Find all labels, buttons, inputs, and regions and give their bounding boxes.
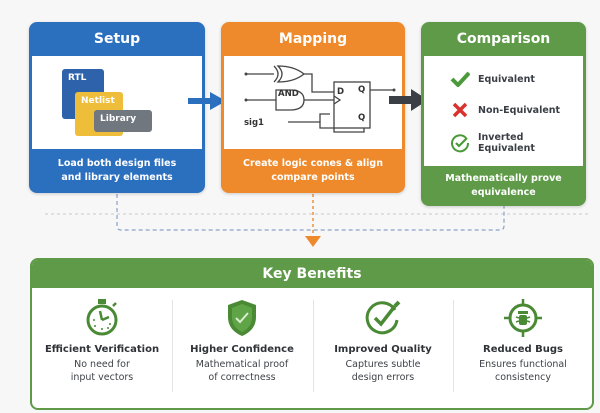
bug-target-icon: [504, 299, 542, 337]
benefit-description: Ensures functional consistency: [453, 358, 592, 384]
netlist-label: Netlist: [81, 96, 115, 106]
setup-title: Setup: [93, 31, 141, 47]
key-benefits-panel: Key Benefits Efficient Verification No n…: [30, 258, 594, 410]
benefit-title: Improved Quality: [334, 344, 432, 355]
library-label: Library: [100, 114, 137, 124]
library-file: Library: [94, 110, 152, 132]
benefit-desc-line2: consistency: [494, 372, 552, 383]
setup-description: Load both design files and library eleme…: [29, 149, 205, 193]
comparison-card: Comparison Equivalent Non-Equivalent Inv…: [421, 22, 586, 206]
comparison-desc-line2: equivalence: [471, 187, 536, 198]
down-arrow-icon: [305, 236, 321, 247]
result-equivalent: Equivalent: [450, 70, 535, 88]
benefit-desc-line1: Mathematical proof: [195, 359, 289, 370]
benefit-title: Higher Confidence: [190, 344, 294, 355]
mapping-description: Create logic cones & align compare point…: [221, 149, 405, 193]
qbar-pin-label: Q: [358, 113, 365, 123]
benefit-higher-confidence: Higher Confidence Mathematical proof of c…: [172, 296, 312, 384]
comparison-description: Mathematically prove equivalence: [421, 166, 586, 206]
setup-card: Setup RTL Netlist Library Load both desi…: [29, 22, 205, 193]
benefit-reduced-bugs: Reduced Bugs Ensures functional consisten…: [453, 296, 592, 384]
x-icon: [450, 101, 470, 119]
signal-label: sig1: [244, 118, 264, 128]
mapping-desc-line2: compare points: [271, 172, 355, 183]
shield-check-icon: [228, 300, 256, 336]
check-pen-icon: [365, 300, 401, 335]
result-non-equivalent: Non-Equivalent: [450, 101, 560, 119]
benefit-desc-line1: Ensures functional: [479, 359, 567, 370]
check-icon: [450, 70, 470, 88]
benefit-desc-line2: of correctness: [208, 372, 276, 383]
benefit-divider: [453, 300, 454, 392]
setup-desc-line2: and library elements: [61, 172, 173, 183]
setup-body: RTL Netlist Library: [32, 56, 202, 149]
benefit-improved-quality: Improved Quality Captures subtle design e…: [313, 296, 453, 384]
result-label: Non-Equivalent: [478, 104, 561, 116]
benefit-description: Captures subtle design errors: [313, 358, 453, 384]
comparison-body: Equivalent Non-Equivalent Inverted Equiv…: [424, 56, 583, 166]
benefit-divider: [172, 300, 173, 392]
logic-circuit-diagram: AND sig1 D Q Q: [244, 65, 396, 133]
d-pin-label: D: [337, 87, 344, 97]
rtl-label: RTL: [68, 73, 87, 83]
gate-label: AND: [278, 89, 299, 99]
benefits-title: Key Benefits: [32, 260, 592, 288]
mapping-body: AND sig1 D Q Q: [224, 56, 402, 149]
result-inverted-equivalent: Inverted Equivalent: [450, 132, 583, 154]
flip-flop: [333, 81, 371, 129]
benefit-efficient-verification: Efficient Verification No need for input …: [32, 296, 172, 384]
circle-check-icon: [450, 134, 470, 153]
result-label: Equivalent: [478, 73, 535, 85]
comparison-desc-line1: Mathematically prove: [445, 173, 562, 184]
benefit-title: Efficient Verification: [44, 344, 160, 355]
benefit-description: No need for input vectors: [32, 358, 172, 384]
and-gate: [275, 89, 305, 111]
merge-dashed-line: [116, 194, 505, 231]
benefit-desc-line1: No need for: [74, 359, 130, 370]
q-pin-label: Q: [358, 85, 365, 95]
setup-desc-line1: Load both design files: [57, 158, 177, 169]
benefit-desc-line2: design errors: [351, 372, 415, 383]
stopwatch-icon: [86, 299, 118, 336]
xor-gate: [276, 65, 306, 83]
right-arrow-icon: [188, 92, 226, 110]
comparison-title: Comparison: [456, 31, 551, 47]
benefit-desc-line2: input vectors: [70, 372, 134, 383]
mapping-card: Mapping AND: [221, 22, 405, 193]
benefit-title: Reduced Bugs: [483, 344, 563, 355]
right-arrow-icon: [389, 89, 428, 111]
mapping-desc-line1: Create logic cones & align: [243, 158, 383, 169]
result-label: Inverted Equivalent: [478, 132, 535, 154]
benefit-description: Mathematical proof of correctness: [172, 358, 312, 384]
mapping-title: Mapping: [278, 31, 348, 47]
benefit-divider: [313, 300, 314, 392]
benefit-desc-line1: Captures subtle: [345, 359, 421, 370]
